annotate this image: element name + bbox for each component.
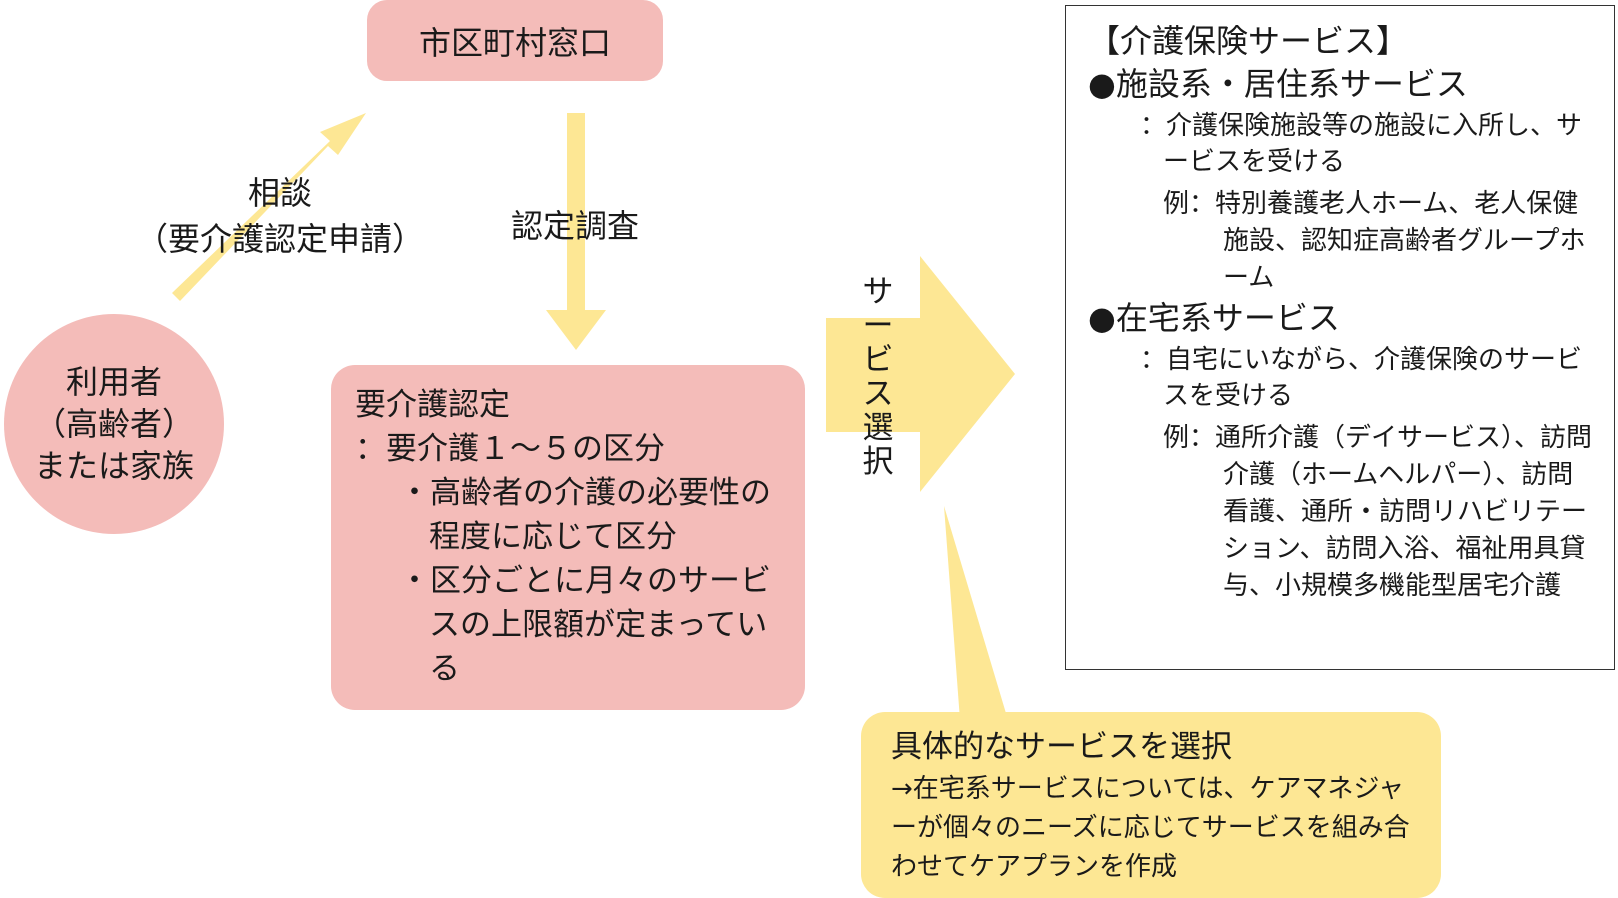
cert-subtitle: ：要介護１～５の区分 [355,431,665,467]
choose-title: 具体的なサービスを選択 [891,729,1232,765]
municipal-window-label: 市区町村窓口 [418,23,611,62]
survey-arrow [546,113,606,350]
survey-label: 認定調査 [510,207,639,245]
service-title: 【介護保険サービス】 [1088,22,1409,60]
user-line-2: （高齢者） [33,405,194,443]
facility-example: 例：特別養護老人ホーム、老人保健施設、認知症高齢者グループホーム [1163,189,1586,293]
service-select-arrow [826,256,1015,492]
user-line-3: または家族 [33,447,194,485]
choose-body: →在宅系サービスについては、ケアマネジャーが個々のニーズに応じてサービスを組み合… [891,774,1410,882]
user-circle: 利用者 （高齢者） または家族 [4,314,224,534]
facility-heading: ●施設系・居住系サービス [1088,65,1468,103]
consult-line-1: 相談 [247,174,312,212]
home-desc: ：自宅にいながら、介護保険のサービスを受ける [1140,345,1583,411]
service-select-label: サービス選択 [862,274,894,480]
care-insurance-service-box: 【介護保険サービス】 ●施設系・居住系サービス ：介護保険施設等の施設に入所し、… [1065,5,1615,670]
home-example: 例：通所介護（デイサービス）、訪問介護（ホームヘルパー）、訪問看護、通所・訪問リ… [1163,423,1593,601]
consult-label: 相談 （要介護認定申請） [130,170,430,262]
facility-desc: ：介護保険施設等の施設に入所し、サービスを受ける [1140,111,1583,177]
cert-item-2: ・区分ごとに月々のサービスの上限額が定まっている [399,563,771,687]
consult-arrow [172,113,366,301]
consult-line-2: （要介護認定申請） [135,220,424,258]
choose-service-box: 具体的なサービスを選択 →在宅系サービスについては、ケアマネジャーが個々のニーズ… [861,712,1441,898]
cert-title: 要介護認定 [355,387,510,423]
home-heading: ●在宅系サービス [1088,299,1340,337]
care-certification-box: 要介護認定 ：要介護１～５の区分 ・高齢者の介護の必要性の程度に応じて区分 ・区… [331,365,805,710]
municipal-window-box: 市区町村窓口 [367,0,663,81]
user-line-1: 利用者 [65,363,162,401]
callout-pointer [944,506,1008,720]
cert-item-1: ・高齢者の介護の必要性の程度に応じて区分 [399,475,771,555]
